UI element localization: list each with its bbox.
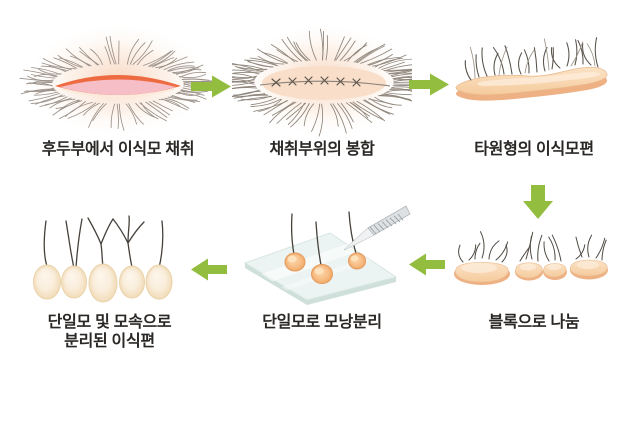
- slide-separation-icon: [243, 205, 411, 305]
- scalpel-icon: [343, 205, 411, 251]
- wound-rim-highlight: [61, 88, 175, 98]
- skin-patch: [262, 66, 386, 100]
- step-5-caption: 단일모로 모낭분리: [262, 314, 382, 331]
- arrow-right-icon: [191, 75, 231, 98]
- divided-blocks-icon: [454, 231, 608, 285]
- scalp-excision-icon: [19, 22, 218, 138]
- radial-hair-strokes: [232, 28, 412, 137]
- wound-inner: [60, 79, 176, 95]
- scalpel-grip-ridges: [369, 213, 404, 235]
- arrow-right-icon: [409, 73, 449, 96]
- donor-strip-icon: [455, 37, 608, 101]
- arrow-left-icon: [191, 258, 227, 281]
- arrow-step4-step5: [409, 253, 445, 276]
- arrow-step5-step6: [191, 258, 227, 281]
- strip-hair-strokes-light: [469, 38, 596, 79]
- step-4-caption: 블록으로 나눔: [488, 314, 580, 331]
- tissue-blocks: [454, 259, 608, 285]
- separated-grafts-icon: [33, 215, 173, 303]
- graft-hairs: [43, 215, 164, 270]
- arrow-down-icon: [523, 185, 553, 219]
- arrow-step1-step2: [191, 75, 231, 98]
- graft-bulbs: [33, 263, 173, 303]
- arrow-step3-step4: [523, 185, 553, 219]
- step-2-illustration: [232, 8, 412, 138]
- step-3-illustration: [449, 8, 619, 138]
- glass-stripe: [261, 244, 358, 282]
- sutured-scalp-icon: [232, 22, 412, 138]
- step-6-illustration: [12, 213, 212, 308]
- arrow-left-icon: [409, 253, 445, 276]
- follicle-bulbs: [284, 252, 366, 284]
- step-2-caption: 채취부위의 봉합: [269, 141, 375, 158]
- step-6-caption-line2: 분리된 이식편: [64, 333, 155, 350]
- step-1-caption: 후두부에서 이식모 채취: [41, 141, 195, 158]
- strip-highlight: [477, 72, 601, 86]
- step-1-illustration: [18, 8, 218, 138]
- suture-stitches: [271, 76, 361, 87]
- step-6-caption-line1: 단일모 및 모속으로: [47, 314, 172, 331]
- arrow-step2-step3: [409, 73, 449, 96]
- step-3-caption: 타원형의 이식모편: [474, 141, 594, 158]
- step-4-illustration: [449, 215, 619, 295]
- strip-hair-strokes: [464, 37, 599, 81]
- block-hair-strokes: [458, 231, 607, 263]
- step-5-illustration: [232, 202, 412, 317]
- step-6-caption: 단일모 및 모속으로 분리된 이식편: [12, 313, 207, 351]
